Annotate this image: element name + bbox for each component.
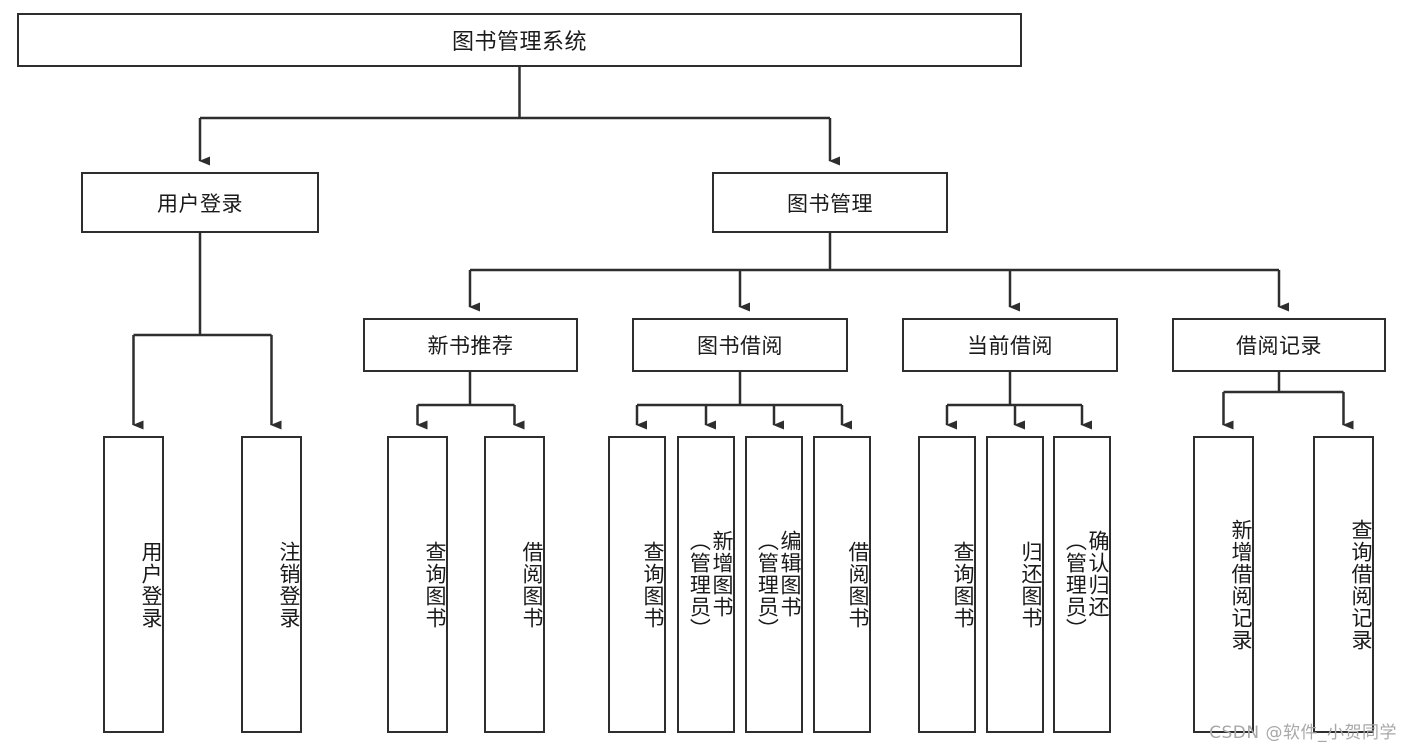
node-root-system: 图书管理系统 — [17, 13, 1022, 67]
node-leaf-borrow-book: 借阅图书 — [813, 436, 871, 733]
node-leaf-borrow-add-book: 新增图书 （管理员） — [677, 436, 735, 733]
watermark: CSDN @软件_小贺同学 — [1209, 723, 1397, 743]
node-new-book-recommend: 新书推荐 — [363, 318, 578, 372]
node-leaf-record-add: 新增借阅记录 — [1193, 436, 1254, 733]
node-label: 借阅图书 — [846, 540, 870, 629]
node-label: 图书借阅 — [697, 334, 783, 358]
node-leaf-current-query: 查询图书 — [918, 436, 976, 733]
node-borrow-record: 借阅记录 — [1172, 318, 1386, 372]
node-label: 编辑图书 （管理员） — [755, 529, 802, 640]
node-label: 查询图书 — [423, 540, 447, 629]
node-label: 归还图书 — [1019, 540, 1043, 629]
node-label: 用户登录 — [139, 540, 163, 629]
node-label: 查询借阅记录 — [1349, 518, 1373, 651]
node-label: 查询图书 — [951, 540, 975, 629]
node-label: 借阅图书 — [520, 540, 544, 629]
node-leaf-borrow-edit-book: 编辑图书 （管理员） — [745, 436, 803, 733]
node-label: 图书管理 — [787, 191, 873, 216]
node-leaf-current-return: 归还图书 — [986, 436, 1044, 733]
node-leaf-user-logout: 注销登录 — [241, 436, 302, 733]
node-label: 新增图书 （管理员） — [687, 529, 734, 640]
node-current-borrow: 当前借阅 — [902, 318, 1118, 372]
node-leaf-current-confirm-return: 确认归还 （管理员） — [1053, 436, 1111, 733]
node-label: 注销登录 — [277, 540, 301, 629]
node-book-management: 图书管理 — [712, 172, 948, 233]
node-book-borrow: 图书借阅 — [632, 318, 848, 372]
node-leaf-user-login: 用户登录 — [103, 436, 164, 733]
node-label: 新书推荐 — [427, 334, 514, 358]
node-label: 查询图书 — [641, 540, 665, 629]
node-label: 借阅记录 — [1236, 334, 1322, 358]
node-label: 用户登录 — [157, 191, 243, 216]
node-leaf-newbook-borrow: 借阅图书 — [484, 436, 545, 733]
node-label: 新增借阅记录 — [1229, 518, 1253, 651]
node-label: 当前借阅 — [967, 334, 1053, 358]
node-user-login: 用户登录 — [81, 172, 319, 233]
node-leaf-record-query: 查询借阅记录 — [1313, 436, 1374, 733]
node-label: 确认归还 （管理员） — [1063, 529, 1110, 640]
node-label: 图书管理系统 — [451, 30, 587, 55]
node-leaf-newbook-query: 查询图书 — [387, 436, 448, 733]
node-leaf-borrow-query: 查询图书 — [608, 436, 666, 733]
